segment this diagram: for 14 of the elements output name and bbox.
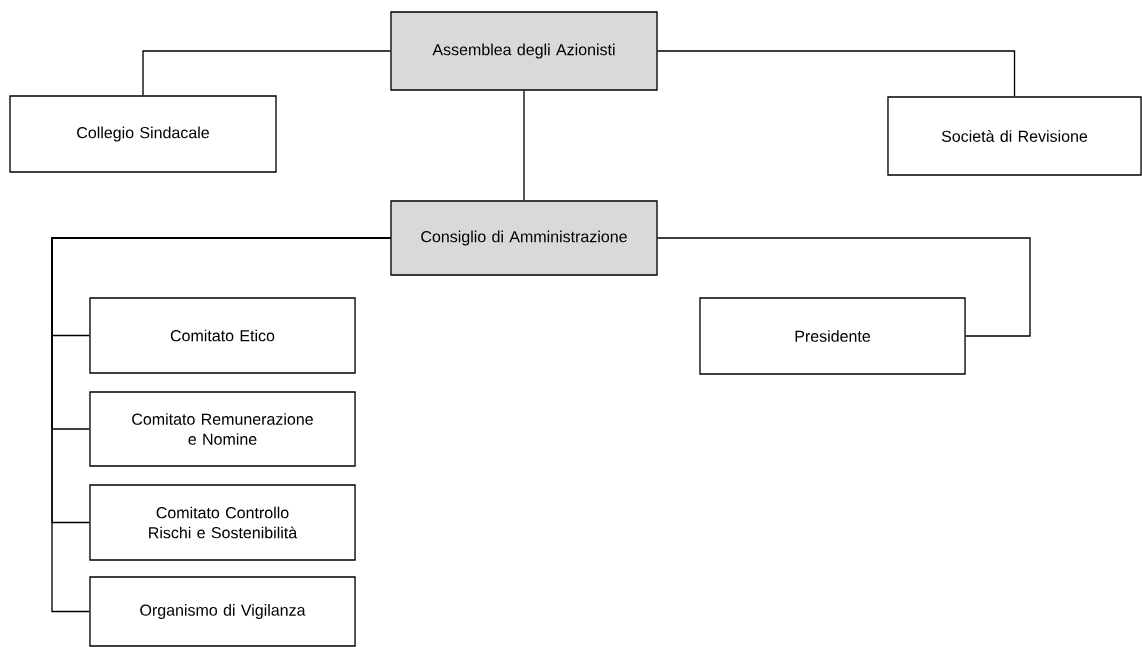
org-box: Organismo di Vigilanza xyxy=(89,576,356,647)
connector xyxy=(523,90,525,201)
connector xyxy=(51,237,391,613)
header-box: Consiglio di Amministrazione xyxy=(390,200,658,276)
org-box: Comitato Controllo Rischi e Sostenibilità xyxy=(89,484,356,561)
connector xyxy=(657,50,1016,97)
header-box: Assemblea degli Azionisti xyxy=(390,11,658,91)
org-box: Comitato Remunerazione e Nomine xyxy=(89,391,356,467)
connector xyxy=(142,50,391,96)
org-box: Comitato Etico xyxy=(89,297,356,374)
org-box: Collegio Sindacale xyxy=(9,95,277,173)
org-box: Presidente xyxy=(699,297,966,375)
org-box: Società di Revisione xyxy=(887,96,1142,176)
connector xyxy=(657,237,1031,337)
